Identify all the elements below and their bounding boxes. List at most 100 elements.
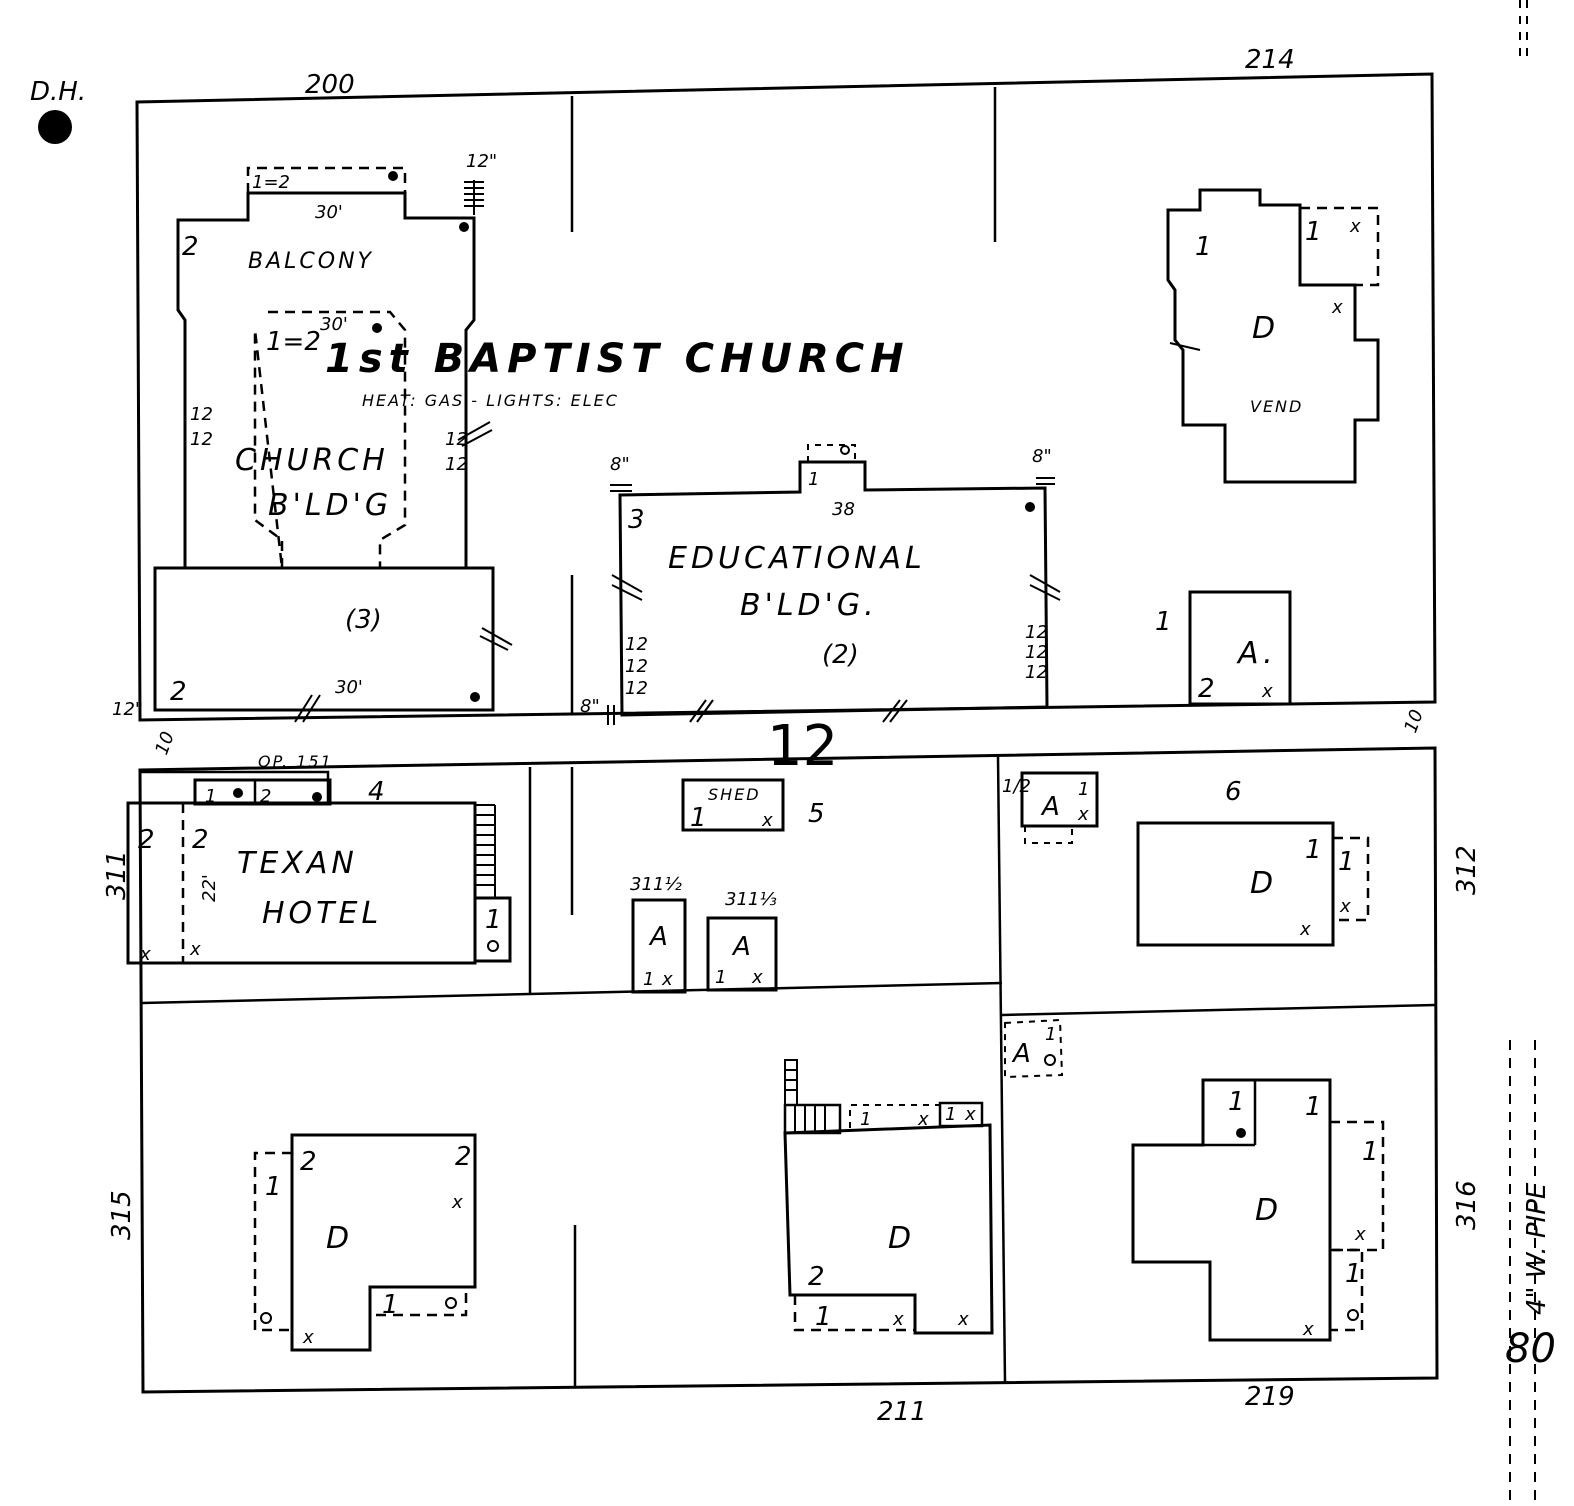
lane-width-left: 10 [151, 729, 179, 758]
svg-text:x: x [1354, 1224, 1366, 1245]
svg-text:2: 2 [808, 1262, 825, 1292]
svg-text:x: x [451, 1192, 463, 1213]
svg-text:1: 1 [265, 1172, 282, 1202]
edu-stories-2: (2) [822, 640, 859, 670]
hotel-line2: HOTEL [262, 896, 382, 931]
garage-311-third: 311⅓ A 1 x [706, 889, 778, 992]
fire-hydrant: D.H. [30, 77, 86, 144]
north-block [135, 72, 1437, 722]
auto-garage-ne: A. 2 x 1 [1155, 590, 1292, 706]
edu-pipe-8-right: 8" [1032, 446, 1052, 467]
hotel-dim-22: 22' [199, 874, 220, 902]
svg-text:1: 1 [485, 905, 502, 935]
auto-label: A [648, 922, 668, 952]
dwelling-label: D [1252, 311, 1279, 346]
svg-text:x: x [892, 1309, 904, 1330]
svg-text:1: 1 [860, 1109, 871, 1130]
lot-6: 6 [1225, 777, 1242, 807]
address-200: 200 [305, 70, 355, 100]
svg-text:2: 2 [192, 825, 209, 855]
hydrant-label: D.H. [30, 77, 86, 107]
garage-311-half: 311½ A 1 x [630, 874, 687, 994]
dwelling-label: D [1255, 1193, 1282, 1228]
address-311-half: 311½ [630, 874, 682, 895]
church-height-right: 12 [445, 429, 468, 450]
dwelling-label: D [888, 1221, 915, 1256]
edu-height-right: 12 [1025, 622, 1048, 643]
address-214: 214 [1245, 45, 1295, 75]
svg-text:1: 1 [1078, 779, 1089, 800]
address-312: 312 [1452, 845, 1482, 895]
north-block-outline [135, 72, 1437, 722]
edu-height-right-3: 12 [1025, 662, 1048, 683]
svg-text:1: 1 [715, 967, 726, 988]
svg-text:1: 1 [1155, 607, 1172, 637]
church-height-left: 12 [190, 404, 213, 425]
address-211: 211 [877, 1397, 927, 1427]
svg-text:1: 1 [1228, 1087, 1245, 1117]
svg-text:x: x [1339, 896, 1351, 917]
svg-text:2: 2 [300, 1147, 317, 1177]
south-block [138, 746, 1439, 1394]
church-ratio-top: 1=2 [252, 172, 290, 193]
church-height-right-2: 12 [445, 454, 468, 475]
svg-text:x: x [1077, 804, 1089, 825]
svg-text:1: 1 [1305, 1092, 1322, 1122]
edu-line2: B'LD'G. [740, 588, 878, 623]
auto-label: A. [1236, 636, 1277, 671]
shed-label: SHED [708, 785, 761, 804]
svg-text:x: x [139, 944, 151, 965]
hotel-line1: TEXAN [237, 846, 358, 881]
address-316: 316 [1452, 1180, 1482, 1230]
svg-text:1: 1 [1362, 1137, 1379, 1167]
svg-text:x: x [751, 967, 763, 988]
svg-text:1: 1 [690, 803, 707, 833]
svg-text:x: x [917, 1109, 929, 1130]
svg-text:1: 1 [1045, 1024, 1056, 1045]
hotel-op: OP. 151 [258, 752, 333, 771]
educational-building: 8" 8" 8" 1 38 3 EDUCATIONAL B'LD'G. (2) … [580, 444, 1061, 725]
svg-text:2: 2 [1198, 674, 1215, 704]
south-block-outline [138, 746, 1439, 1394]
dwelling-label: D [1250, 866, 1277, 901]
dwelling-vend: 1 1 x x D VEND [1166, 188, 1380, 484]
church-balcony-label: BALCONY [248, 249, 374, 274]
church-stories-2a: 2 [182, 232, 199, 262]
svg-text:1: 1 [1305, 217, 1322, 247]
svg-text:x: x [1261, 681, 1273, 702]
church-dim-12-corner: 12" [112, 699, 143, 720]
vend-label: VEND [1250, 397, 1303, 416]
svg-text:1: 1 [1195, 232, 1212, 262]
hotel-lot: 4 [368, 777, 385, 807]
svg-text:1: 1 [815, 1302, 832, 1332]
dwelling-label: D [326, 1221, 353, 1256]
svg-text:x: x [957, 1309, 969, 1330]
auto-label: A [1011, 1039, 1031, 1069]
edu-dim-38: 38 [832, 499, 855, 520]
svg-text:1/2: 1/2 [1002, 776, 1031, 797]
church-dim-12-standpipe: 12" [466, 151, 497, 172]
edu-pipe-8-bottom: 8" [580, 696, 600, 717]
address-311-third: 311⅓ [725, 889, 777, 910]
svg-text:2: 2 [455, 1142, 472, 1172]
svg-text:1: 1 [205, 786, 216, 807]
address-219: 219 [1245, 1382, 1295, 1412]
edu-pipe-8-left: 8" [610, 454, 630, 475]
edu-stories-1: 1 [808, 469, 819, 490]
pipe-label: 4" W. PIPE [1522, 1182, 1552, 1315]
svg-text:x: x [1302, 1319, 1314, 1340]
texan-hotel: OP. 151 4 1 2 2 2 22' TEXAN HOTEL 1 x x [126, 752, 512, 965]
edu-line1: EDUCATIONAL [668, 541, 926, 576]
svg-text:1: 1 [1305, 835, 1322, 865]
church-building: 12" 1=2 30' 2 BALCONY 1=2 30' 12 12 12 1… [112, 151, 513, 723]
dwelling-lot-6: 1/2 A 1 x 6 D 1 1 x x [1002, 771, 1370, 947]
edu-stories-3: 3 [628, 505, 645, 535]
church-dim-30-bottom: 30' [335, 677, 363, 698]
church-dim-30-inner: 30' [320, 314, 348, 335]
block-number: 12 [767, 714, 838, 779]
edu-height-right-2: 12 [1025, 642, 1048, 663]
auto-label: A [1040, 792, 1060, 822]
church-bldg-line2: B'LD'G [268, 488, 392, 523]
dwelling-sw: 1 2 2 x D 1 x [253, 1133, 477, 1352]
